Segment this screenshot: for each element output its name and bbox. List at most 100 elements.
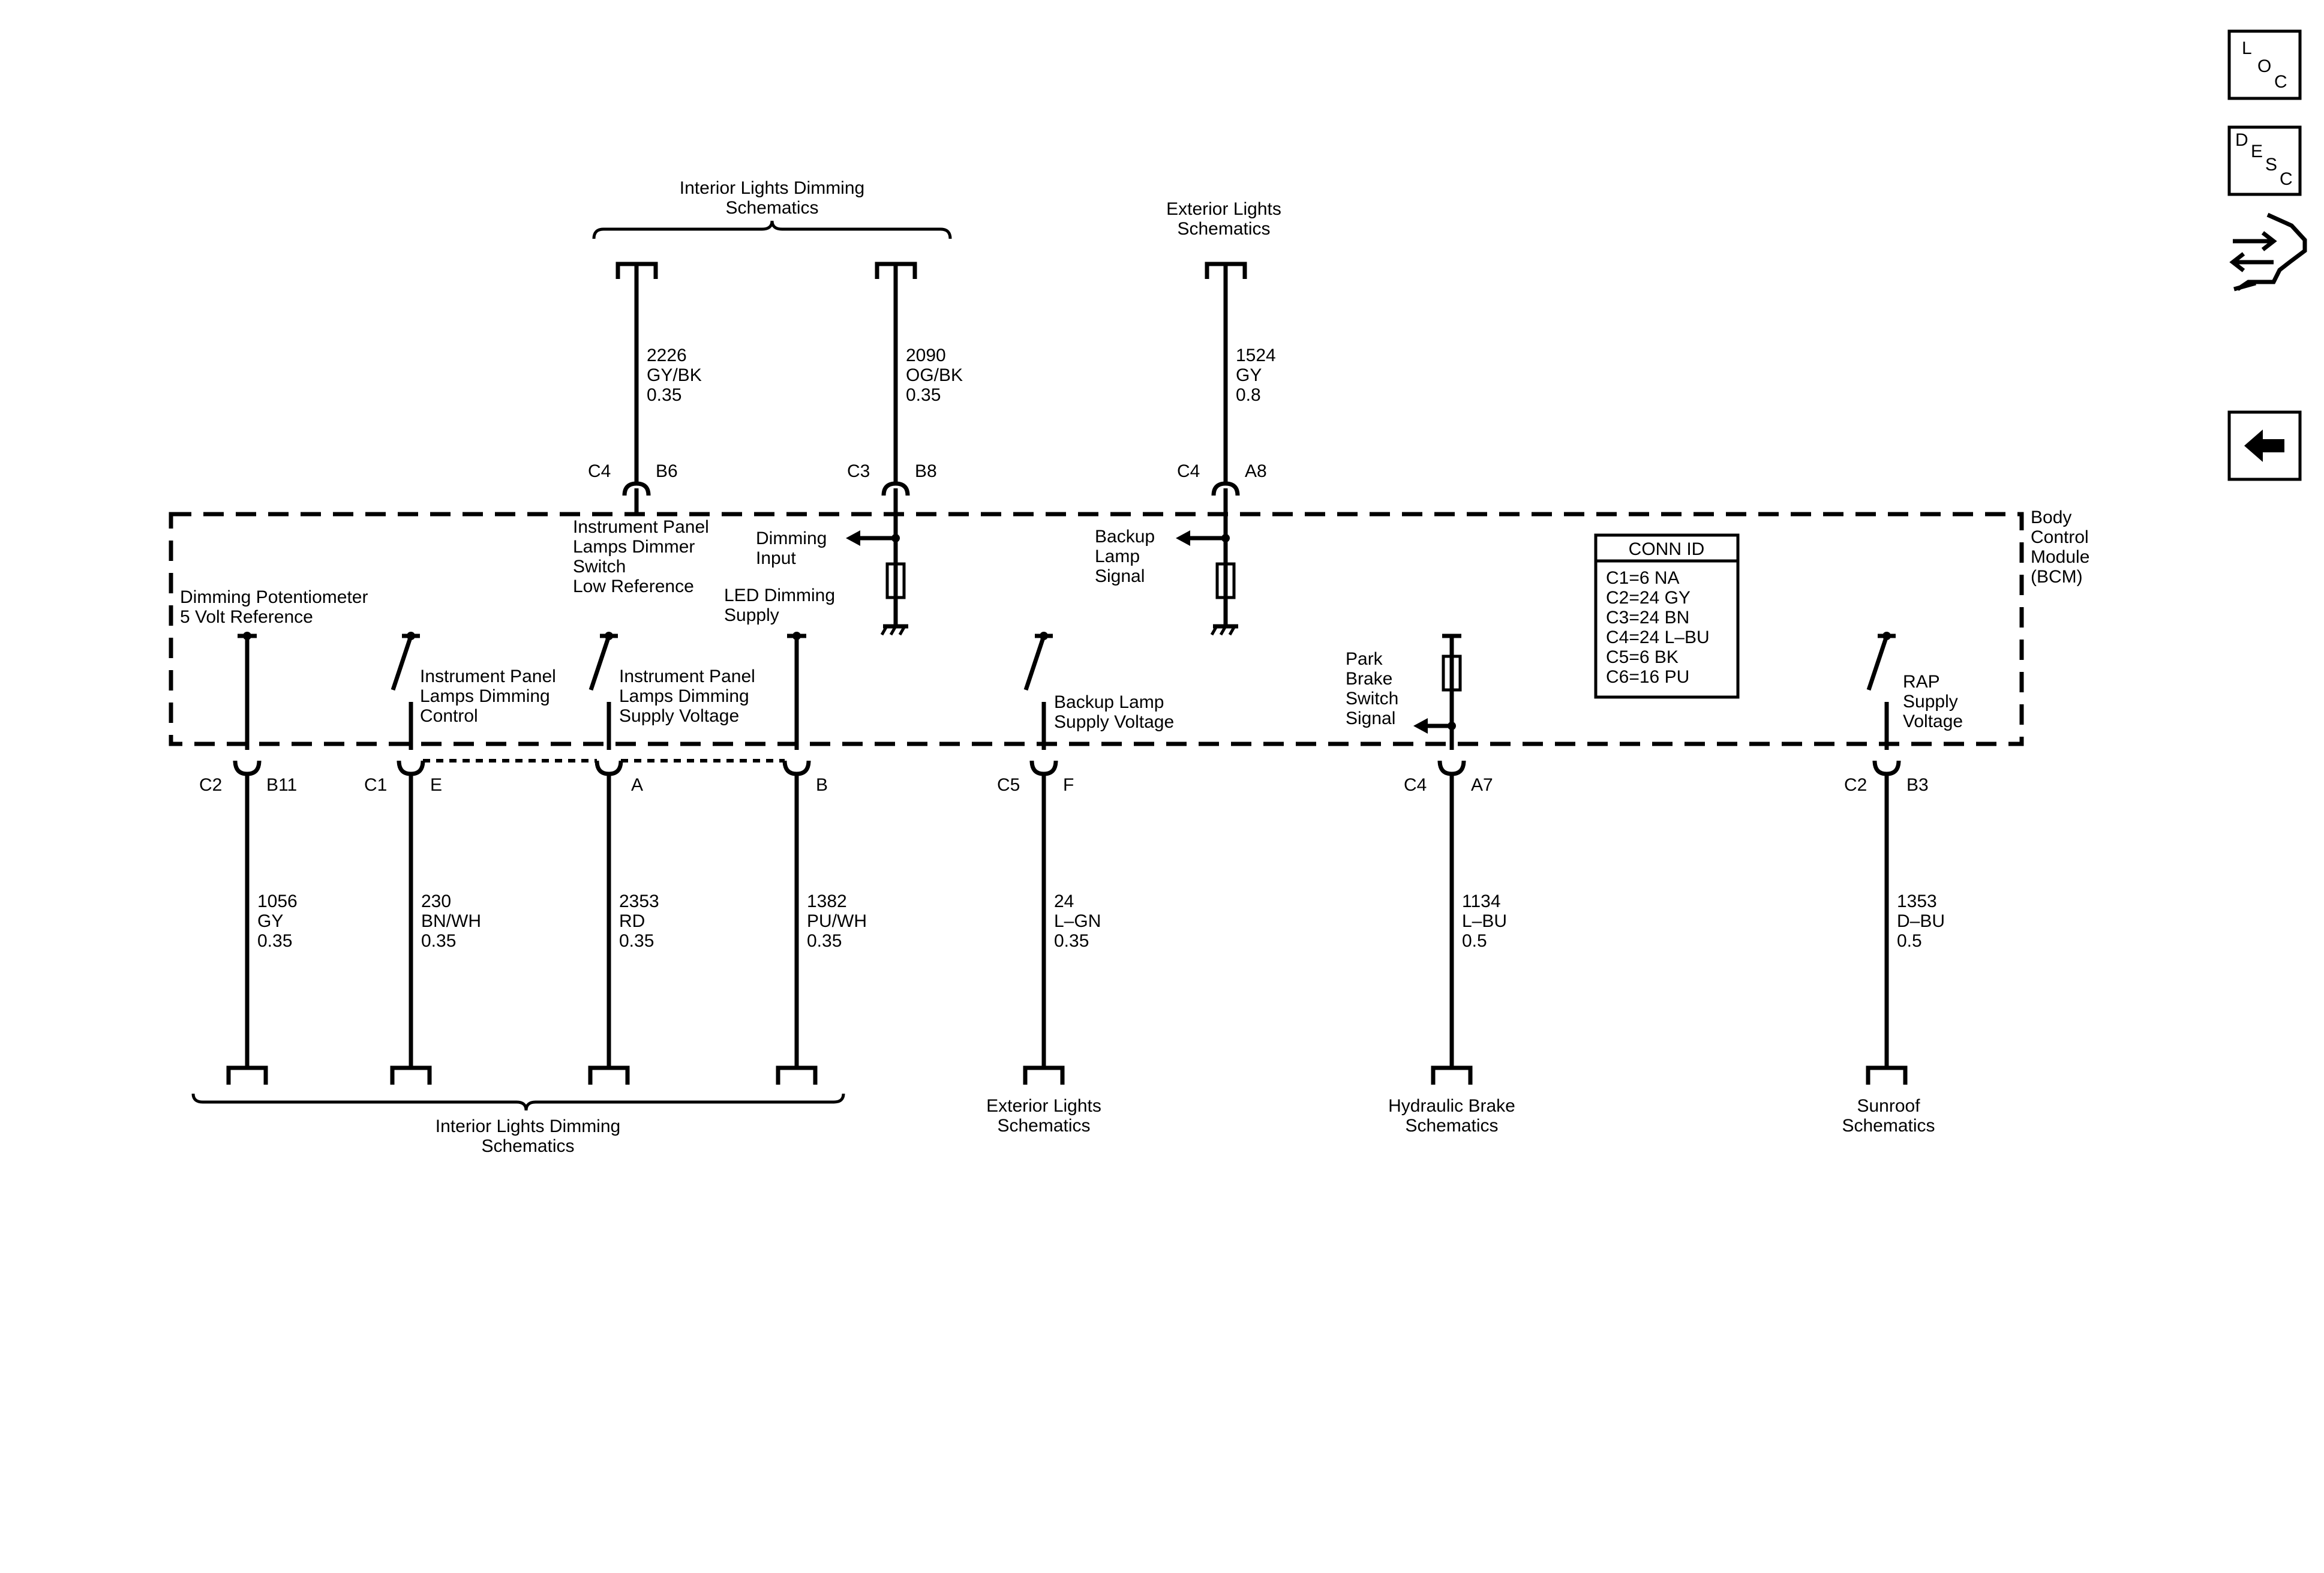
svg-text:Supply Voltage: Supply Voltage (619, 706, 739, 726)
svg-text:Instrument Panel: Instrument Panel (619, 667, 755, 686)
svg-text:Lamps Dimmer: Lamps Dimmer (573, 537, 695, 557)
svg-text:Dimming Potentiometer: Dimming Potentiometer (180, 587, 368, 607)
led-dimming-supply-label: LED Dimming Supply (724, 586, 835, 625)
svg-text:Control: Control (2031, 527, 2089, 547)
svg-text:Schematics: Schematics (1842, 1116, 1935, 1136)
wire-label: 1524 GY 0.8 (1236, 346, 1276, 405)
harness-routing-icon[interactable] (2229, 212, 2307, 292)
wire-label: 2226 GY/BK 0.35 (647, 346, 702, 405)
svg-text:E: E (2251, 142, 2263, 161)
svg-text:Voltage: Voltage (1903, 712, 1963, 731)
svg-text:230: 230 (421, 891, 451, 911)
svg-text:D: D (2235, 130, 2248, 150)
svg-text:D–BU: D–BU (1897, 911, 1945, 931)
connector-c1-e: C1 E (364, 760, 442, 795)
connector-c4-b6: C4 B6 (588, 461, 678, 496)
wire-label: 230 BN/WH 0.35 (421, 891, 481, 951)
svg-text:GY/BK: GY/BK (647, 365, 702, 385)
svg-text:1524: 1524 (1236, 346, 1276, 365)
svg-text:C4: C4 (1404, 775, 1427, 795)
dest-interior-lights: Interior Lights Dimming Schematics (191, 1093, 845, 1156)
svg-text:F: F (1063, 775, 1074, 795)
dest-sunroof: Sunroof Schematics (1842, 1096, 1935, 1136)
svg-text:PU/WH: PU/WH (807, 911, 867, 931)
svg-text:0.5: 0.5 (1462, 931, 1487, 951)
svg-text:5 Volt Reference: 5 Volt Reference (180, 607, 313, 627)
svg-text:S: S (2265, 155, 2277, 175)
svg-text:A: A (631, 775, 643, 795)
bcm-boundary (169, 512, 2024, 746)
svg-text:C4: C4 (588, 461, 611, 481)
svg-text:0.35: 0.35 (807, 931, 842, 951)
connector-c5-f: C5 F (997, 760, 1074, 795)
svg-text:Brake: Brake (1346, 669, 1392, 689)
dim-pot-label: Dimming Potentiometer 5 Volt Reference (180, 587, 368, 627)
desc-button[interactable]: D E S C (2227, 125, 2302, 196)
svg-text:Signal: Signal (1095, 566, 1145, 586)
svg-text:L–BU: L–BU (1462, 911, 1507, 931)
svg-text:Exterior Lights: Exterior Lights (986, 1096, 1101, 1116)
svg-text:Interior Lights Dimming: Interior Lights Dimming (680, 178, 864, 198)
svg-text:Low Reference: Low Reference (573, 577, 694, 596)
svg-text:RAP: RAP (1903, 672, 1940, 692)
svg-text:Supply Voltage: Supply Voltage (1054, 712, 1174, 732)
back-button[interactable] (2227, 410, 2302, 481)
svg-text:O: O (2257, 56, 2271, 76)
ground-symbol (1210, 624, 1238, 636)
svg-text:0.5: 0.5 (1897, 931, 1922, 951)
back-arrow-icon (2244, 430, 2284, 462)
top-exterior-dest: Exterior Lights Schematics (1166, 199, 1281, 279)
svg-text:B8: B8 (915, 461, 937, 481)
wire-label: 2353 RD 0.35 (619, 891, 659, 951)
svg-text:Module: Module (2031, 547, 2089, 567)
wire-label: 1056 GY 0.35 (257, 891, 298, 951)
svg-text:0.35: 0.35 (257, 931, 292, 951)
svg-text:Lamp: Lamp (1095, 547, 1140, 566)
svg-text:GY: GY (257, 911, 283, 931)
svg-text:2090: 2090 (906, 346, 946, 365)
connector-b: B (782, 760, 828, 795)
svg-text:1382: 1382 (807, 891, 847, 911)
connector-c4-a7: C4 A7 (1404, 760, 1493, 795)
svg-text:1134: 1134 (1462, 891, 1501, 911)
svg-text:A7: A7 (1471, 775, 1493, 795)
svg-text:Instrument Panel: Instrument Panel (420, 667, 556, 686)
connector-a: A (594, 760, 643, 795)
svg-text:C5: C5 (997, 775, 1020, 795)
dest-exterior-lights: Exterior Lights Schematics (986, 1096, 1101, 1136)
ground-symbol (880, 624, 908, 636)
svg-text:C3: C3 (847, 461, 870, 481)
svg-text:C2: C2 (199, 775, 222, 795)
svg-text:1056: 1056 (257, 891, 298, 911)
svg-text:1353: 1353 (1897, 891, 1937, 911)
dest-hydraulic-brake: Hydraulic Brake Schematics (1388, 1096, 1515, 1136)
svg-text:GY: GY (1236, 365, 1262, 385)
ip-dimmer-lowref-label: Instrument Panel Lamps Dimmer Switch Low… (573, 517, 709, 596)
svg-text:0.8: 0.8 (1236, 385, 1261, 405)
svg-text:Dimming: Dimming (756, 529, 827, 548)
svg-text:Schematics: Schematics (1405, 1116, 1498, 1136)
dimming-input-label: Dimming Input (756, 529, 827, 568)
wire-label: 1353 D–BU 0.5 (1897, 891, 1945, 951)
svg-text:2226: 2226 (647, 346, 687, 365)
svg-text:B6: B6 (656, 461, 678, 481)
svg-text:Schematics: Schematics (481, 1136, 574, 1156)
svg-text:LED Dimming: LED Dimming (724, 586, 835, 605)
conn-id-row: C3=24 BN (1606, 608, 1689, 628)
connector-c4-a8: C4 A8 (1177, 461, 1267, 496)
svg-text:0.35: 0.35 (1054, 931, 1089, 951)
conn-id-title: CONN ID (1629, 539, 1705, 559)
loc-button[interactable]: L O C (2227, 29, 2302, 100)
conn-id-row: C6=16 PU (1606, 667, 1689, 687)
svg-text:Control: Control (420, 706, 478, 726)
svg-text:BN/WH: BN/WH (421, 911, 481, 931)
svg-text:Schematics: Schematics (997, 1116, 1090, 1136)
conn-id-row: C4=24 L–BU (1606, 628, 1710, 647)
svg-text:C2: C2 (1844, 775, 1867, 795)
svg-text:L–GN: L–GN (1054, 911, 1101, 931)
svg-text:Interior Lights Dimming: Interior Lights Dimming (436, 1116, 620, 1136)
svg-text:Hydraulic Brake: Hydraulic Brake (1388, 1096, 1515, 1116)
svg-text:Switch: Switch (573, 557, 626, 577)
svg-text:C: C (2280, 169, 2293, 189)
